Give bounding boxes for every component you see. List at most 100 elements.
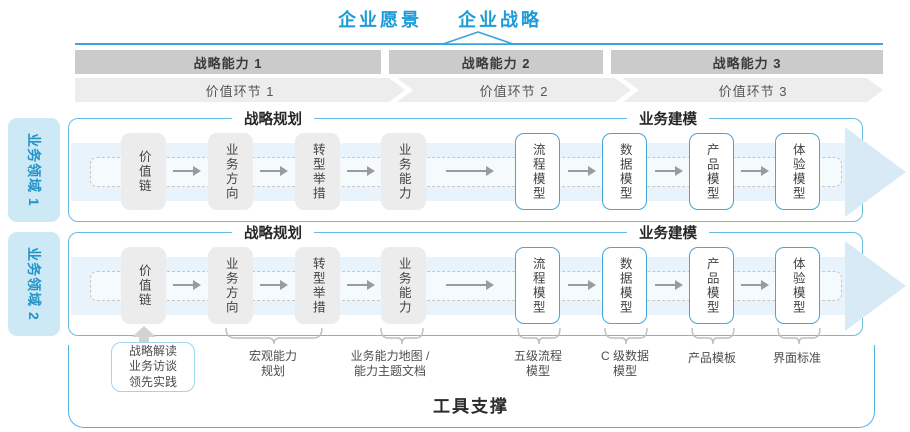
flow-arrow-icon (347, 166, 375, 176)
annotation-line: 领先实践 (128, 374, 177, 389)
flow-box-label: 业务方向 (223, 142, 238, 201)
value-link-chevron-2: 价值环节 2 (397, 78, 631, 102)
value-link-label: 价值环节 1 (205, 83, 275, 99)
value-link-label: 价值环节 3 (718, 83, 788, 99)
annotation-capability-map: 业务能力地图 / 能力主题文档 (351, 349, 430, 379)
flow-row-domain-1: 价值链 业务方向 转型举措 业务能力 流程模型 数据模型 产品模型 体验模型 战… (0, 108, 910, 222)
flow-arrow-icon (568, 166, 596, 176)
big-arrow-icon (845, 241, 906, 331)
flow-box-business-capability: 业务能力 (381, 247, 426, 324)
annotation-line: 宏观能力 (248, 349, 298, 363)
flow-row-domain-2: 价值链 业务方向 转型举措 业务能力 流程模型 数据模型 产品模型 体验模型 战… (0, 222, 910, 336)
flow-box-data-model: 数据模型 (602, 247, 647, 324)
flow-box-product-model: 产品模型 (689, 133, 734, 210)
strategic-capability-band-2: 战略能力 2 (389, 50, 603, 74)
strategic-capability-band-1: 战略能力 1 (75, 50, 381, 74)
flow-box-process-model: 流程模型 (515, 247, 560, 324)
flow-box-value-chain: 价值链 (121, 133, 166, 210)
flow-box-label: 业务能力 (396, 142, 411, 201)
flow-box-data-model: 数据模型 (602, 133, 647, 210)
flow-arrow-icon (446, 166, 494, 176)
flow-arrow-icon (173, 166, 201, 176)
flow-box-business-direction: 业务方向 (208, 133, 253, 210)
annotation-line: 能力主题文档 (353, 364, 427, 378)
flow-box-label: 体验模型 (790, 142, 805, 201)
flow-box-label: 体验模型 (790, 256, 805, 315)
flow-box-business-capability: 业务能力 (381, 133, 426, 210)
strategic-capability-label: 战略能力 1 (193, 55, 263, 71)
big-arrow-icon (845, 127, 906, 217)
flow-box-label: 流程模型 (530, 256, 545, 315)
flow-arrow-icon (741, 166, 769, 176)
section-header-strategic-planning: 战略规划 (232, 108, 314, 129)
brace-icon (691, 328, 735, 345)
flow-box-experience-model: 体验模型 (775, 133, 820, 210)
vision-title: 企业愿景 (338, 10, 422, 30)
flow-arrow-icon (347, 280, 375, 290)
strategy-title: 企业战略 (458, 10, 542, 30)
flow-box-transformation-initiative: 转型举措 (295, 247, 340, 324)
tool-support-container (68, 345, 875, 428)
flow-box-label: 产品模型 (704, 256, 719, 315)
brace-icon (777, 328, 821, 345)
brace-icon (225, 328, 323, 345)
flow-box-label: 价值链 (136, 149, 151, 194)
flow-box-value-chain: 价值链 (121, 247, 166, 324)
annotation-line: 规划 (260, 364, 286, 378)
annotation-macro-capability: 宏观能力 规划 (249, 349, 297, 379)
annotation-data-model: C 级数据 模型 (601, 349, 649, 379)
annotation-ui-standard: 界面标准 (772, 351, 822, 365)
brace-icon (604, 328, 648, 345)
brace-icon (517, 328, 561, 345)
up-arrow-icon (132, 326, 156, 337)
brace-icon (380, 328, 424, 345)
flow-box-label: 数据模型 (617, 256, 632, 315)
annotation-line: 五级流程 (513, 349, 563, 363)
business-domain-label-2: 业务领域 2 (8, 232, 60, 336)
flow-box-label: 转型举措 (310, 256, 325, 315)
caret-up-icon (442, 31, 514, 45)
flow-arrow-icon (655, 166, 683, 176)
flow-box-label: 业务方向 (223, 256, 238, 315)
flow-arrow-icon (173, 280, 201, 290)
flow-box-process-model: 流程模型 (515, 133, 560, 210)
flow-arrow-icon (260, 280, 288, 290)
flow-arrow-icon (446, 280, 494, 290)
annotation-line: 业务能力地图 / (350, 349, 430, 363)
flow-arrow-icon (568, 280, 596, 290)
page-title: 企业愿景 企业战略 (338, 6, 542, 32)
flow-box-product-model: 产品模型 (689, 247, 734, 324)
annotation-line: 业务访谈 (128, 359, 177, 374)
tool-support-label: 工具支撑 (433, 397, 509, 416)
flow-box-label: 流程模型 (530, 142, 545, 201)
value-link-chevron-3: 价值环节 3 (623, 78, 883, 102)
value-link-label: 价值环节 2 (479, 83, 549, 99)
annotation-line: 战略解读 (128, 343, 177, 358)
flow-box-label: 产品模型 (704, 142, 719, 201)
strategic-capability-label: 战略能力 2 (461, 55, 531, 71)
flow-box-transformation-initiative: 转型举措 (295, 133, 340, 210)
strategic-capability-band-3: 战略能力 3 (611, 50, 883, 74)
annotation-line: 模型 (525, 364, 551, 378)
practice-annotation-box: 战略解读 业务访谈 领先实践 (111, 342, 195, 392)
annotation-product-template: 产品模板 (687, 351, 737, 365)
flow-box-business-direction: 业务方向 (208, 247, 253, 324)
annotation-process-model: 五级流程 模型 (514, 349, 562, 379)
flow-arrow-icon (260, 166, 288, 176)
flow-box-label: 数据模型 (617, 142, 632, 201)
flow-box-label: 价值链 (136, 263, 151, 308)
flow-box-experience-model: 体验模型 (775, 247, 820, 324)
section-header-business-modeling: 业务建模 (627, 222, 709, 243)
section-header-business-modeling: 业务建模 (627, 108, 709, 129)
flow-arrow-icon (741, 280, 769, 290)
annotation-line: 模型 (612, 364, 638, 378)
value-link-chevron-1: 价值环节 1 (75, 78, 405, 102)
annotation-line: C 级数据 (600, 349, 650, 363)
flow-arrow-icon (655, 280, 683, 290)
flow-box-label: 业务能力 (396, 256, 411, 315)
section-header-strategic-planning: 战略规划 (232, 222, 314, 243)
strategic-capability-label: 战略能力 3 (712, 55, 782, 71)
flow-box-label: 转型举措 (310, 142, 325, 201)
business-domain-label-1: 业务领域 1 (8, 118, 60, 222)
